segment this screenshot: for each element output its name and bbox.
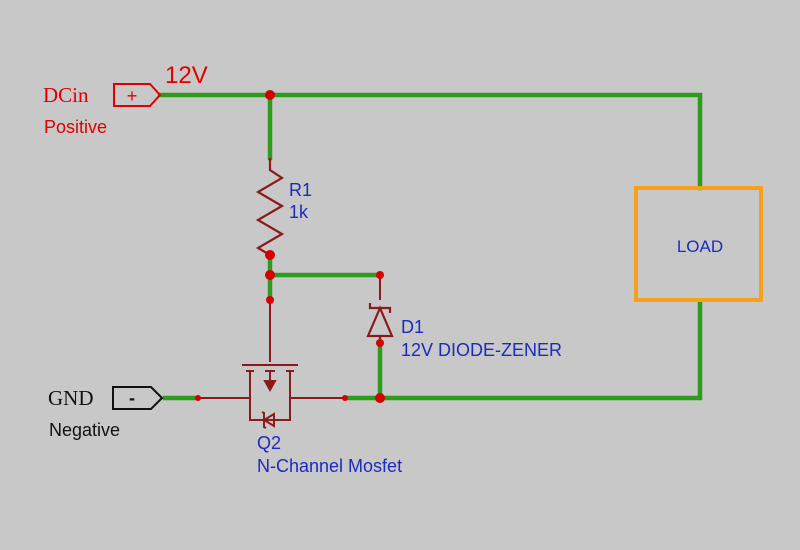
wire-top-rail xyxy=(157,92,703,191)
junction-bottom xyxy=(375,393,385,403)
mosfet-body-diode-bar xyxy=(261,411,267,429)
gnd-port-name: GND xyxy=(48,386,94,410)
junctions xyxy=(195,90,385,403)
component-leads xyxy=(198,275,381,399)
wire-bottom-rail xyxy=(342,300,703,401)
dcin-port[interactable]: + DCin Positive 12V xyxy=(43,62,208,137)
junction-d1-top xyxy=(376,271,384,279)
dcin-port-flag xyxy=(113,83,162,107)
junction-top xyxy=(265,90,275,100)
dcin-voltage-label: 12V xyxy=(165,62,208,89)
resistor-r1[interactable] xyxy=(255,158,285,256)
r1-value: 1k xyxy=(289,202,309,222)
part-labels: R1 1k D1 12V DIODE-ZENER Q2 N-Channel Mo… xyxy=(257,180,562,476)
dcin-port-symbol: + xyxy=(127,86,138,106)
q2-ref: Q2 xyxy=(257,433,281,453)
gnd-port-flag xyxy=(112,386,164,410)
mosfet-body-diode-triangle xyxy=(262,412,275,428)
load-block[interactable]: LOAD xyxy=(634,186,763,302)
junction-r1-bottom xyxy=(265,250,275,260)
d1-ref: D1 xyxy=(401,317,424,337)
junction-gate xyxy=(195,395,201,401)
r1-ref: R1 xyxy=(289,180,312,200)
dcin-port-description: Positive xyxy=(44,117,107,137)
load-label: LOAD xyxy=(677,237,723,256)
junction-d1-bottom xyxy=(376,339,384,347)
gnd-port[interactable]: - GND Negative xyxy=(48,386,164,440)
mosfet-q2[interactable] xyxy=(242,364,298,429)
junction-mid-node xyxy=(265,270,275,280)
junction-source xyxy=(342,395,348,401)
gnd-port-symbol: - xyxy=(129,388,135,408)
d1-value: 12V DIODE-ZENER xyxy=(401,340,562,360)
mosfet-arrow xyxy=(263,380,277,393)
junction-mosfet-drain xyxy=(266,296,274,304)
mosfet-body-diode-wire xyxy=(249,398,291,421)
dcin-port-name: DCin xyxy=(43,83,89,107)
resistor-zigzag xyxy=(255,158,285,256)
load-box xyxy=(634,186,763,302)
q2-value: N-Channel Mosfet xyxy=(257,456,402,476)
gnd-port-description: Negative xyxy=(49,420,120,440)
